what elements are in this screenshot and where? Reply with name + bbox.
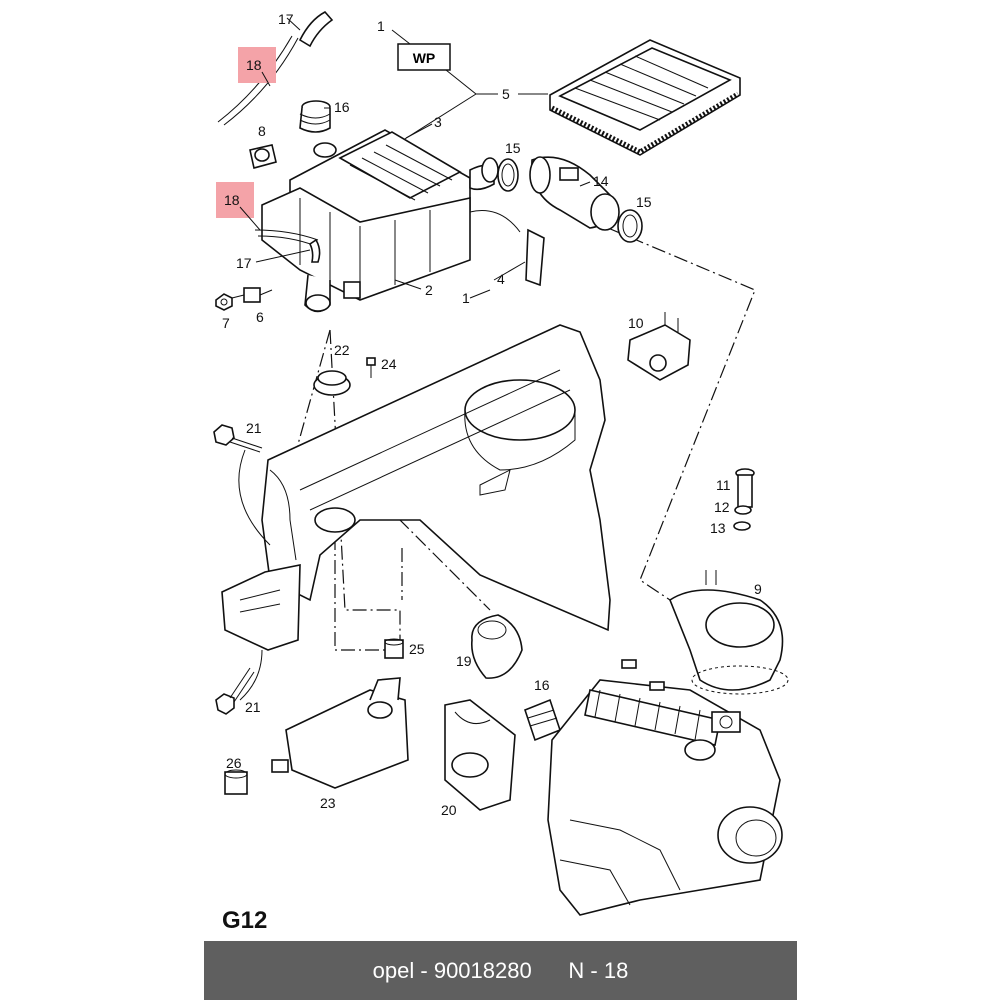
part-17-hose-top[interactable]: [298, 10, 334, 48]
footer-separator: -: [414, 957, 434, 983]
callout-1-bottom: 1: [462, 290, 470, 306]
callout-16-top: 16: [334, 99, 350, 115]
callout-18-top: 18: [246, 57, 262, 73]
part-21-screw-bottom[interactable]: [215, 649, 263, 715]
section-code: G12: [222, 907, 267, 934]
callout-16-bottom: 16: [534, 677, 550, 693]
part-4-clip[interactable]: [469, 210, 545, 287]
wp-box: WP: [391, 29, 548, 143]
engine-assembly: [547, 659, 783, 916]
part-25-grommet[interactable]: [384, 638, 404, 659]
part-20-duct[interactable]: [444, 699, 516, 811]
part-11-bolt[interactable]: [735, 468, 755, 508]
part-8-grommet[interactable]: [249, 144, 277, 169]
part-16-bellows-top[interactable]: [299, 100, 331, 133]
callout-9: 9: [754, 581, 762, 597]
callout-24: 24: [381, 356, 397, 372]
callout-23: 23: [320, 795, 336, 811]
callout-11: 11: [716, 477, 731, 493]
part-19-hose[interactable]: [470, 614, 523, 679]
callout-13: 13: [710, 520, 726, 536]
callout-17-mid: 17: [236, 255, 252, 271]
part-12-washer[interactable]: [734, 505, 752, 515]
callout-leaders: [239, 17, 591, 299]
part-7-nut[interactable]: [215, 293, 233, 311]
callout-7: 7: [222, 315, 230, 331]
callout-2: 2: [425, 282, 433, 298]
callout-26: 26: [226, 755, 242, 771]
callout-8: 8: [258, 123, 266, 139]
footer-part-number: 90018280: [433, 957, 532, 983]
part-23-resonator[interactable]: [271, 677, 409, 789]
part-17-hose-mid[interactable]: [308, 238, 321, 263]
part-26-mount[interactable]: [224, 769, 248, 795]
part-24-screw[interactable]: [366, 357, 376, 378]
callout-10: 10: [628, 315, 644, 331]
body-panel: [261, 324, 611, 632]
footer-bar: opel - 90018280 N - 18: [204, 941, 797, 1000]
callout-18-mid: 18: [224, 192, 240, 208]
callout-22: 22: [334, 342, 350, 358]
part-14-air-mass-sensor[interactable]: [529, 156, 620, 231]
part-5-air-filter-element[interactable]: [549, 39, 741, 156]
part-16-ring[interactable]: [313, 142, 337, 158]
callouts: 1 17 18 16 5 3 8 15 14 15 18 17 4 2 1 6 …: [222, 11, 762, 818]
part-15-clamp-right[interactable]: [617, 209, 643, 243]
callout-21-bottom: 21: [245, 699, 261, 715]
highlight-18-mid: [216, 182, 254, 218]
callout-17-top: 17: [278, 11, 294, 27]
callout-12: 12: [714, 499, 730, 515]
part-6-rubber-mount[interactable]: [231, 287, 273, 303]
callout-3: 3: [434, 114, 442, 130]
callout-5: 5: [502, 86, 510, 102]
callout-1-top: 1: [377, 18, 385, 34]
wp-label: WP: [413, 50, 436, 66]
callout-6: 6: [256, 309, 264, 325]
callout-19: 19: [456, 653, 472, 669]
part-18-hose-top[interactable]: [217, 35, 299, 126]
callout-25: 25: [409, 641, 425, 657]
callout-15-left: 15: [505, 140, 521, 156]
part-3-2-air-cleaner-housing[interactable]: [261, 129, 499, 313]
footer-position-label: N - 18: [568, 957, 629, 983]
parts-diagram: WP: [213, 10, 789, 934]
part-16-bellows-bottom[interactable]: [524, 698, 561, 742]
part-13-washer[interactable]: [733, 521, 751, 531]
part-15-clamp-left[interactable]: [497, 158, 519, 192]
footer-brand: opel: [372, 957, 415, 983]
callout-21-top: 21: [246, 420, 262, 436]
highlight-18-top: [238, 47, 276, 83]
callout-14: 14: [593, 173, 609, 189]
callout-4: 4: [497, 271, 505, 287]
callout-20: 20: [441, 802, 457, 818]
part-10-mount[interactable]: [627, 312, 691, 381]
part-22-grommet[interactable]: [313, 370, 351, 396]
callout-15-right: 15: [636, 194, 652, 210]
part-9-intake-cover[interactable]: [669, 570, 789, 695]
splash-panel[interactable]: [221, 564, 301, 651]
part-21-screw-top[interactable]: [213, 424, 271, 546]
